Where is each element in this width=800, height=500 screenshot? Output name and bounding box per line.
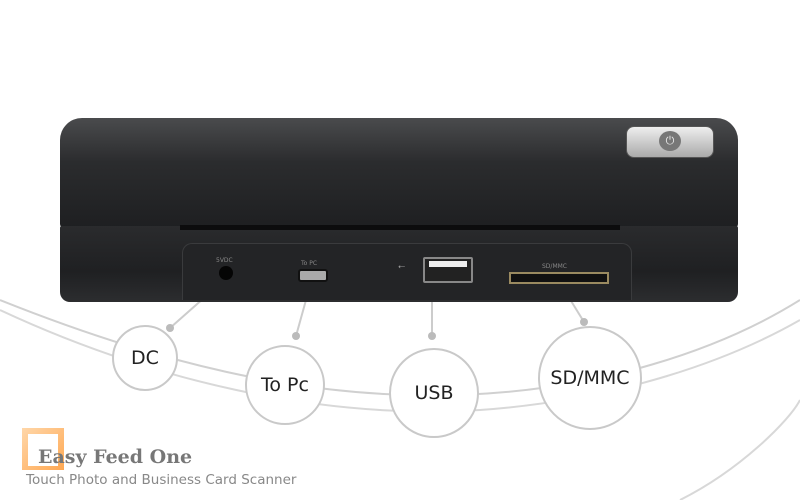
port-panel: [182, 243, 632, 300]
sd-card-slot: [509, 272, 609, 284]
callout-sd-mmc: SD/MMC: [538, 326, 642, 430]
sd-port-label: SD/MMC: [542, 263, 567, 270]
power-button[interactable]: ⏻: [626, 126, 714, 158]
feed-slot: [180, 225, 620, 230]
usb-symbol-icon: ⭠: [398, 262, 406, 272]
power-icon: ⏻: [659, 131, 681, 151]
brand-subtitle: Touch Photo and Business Card Scanner: [26, 472, 297, 488]
usb-port: [423, 257, 473, 283]
dc-port-label: 5VDC: [216, 257, 233, 264]
dc-jack: [219, 266, 233, 280]
mini-usb-port: [298, 269, 328, 282]
to-pc-port-label: To PC: [301, 260, 318, 267]
callout-dc: DC: [112, 325, 178, 391]
brand-logo-icon: [22, 428, 64, 470]
scanner-body-top: [60, 118, 738, 228]
callout-usb: USB: [389, 348, 479, 438]
brand-title: Easy Feed One: [38, 446, 193, 468]
callout-to-pc: To Pc: [245, 345, 325, 425]
